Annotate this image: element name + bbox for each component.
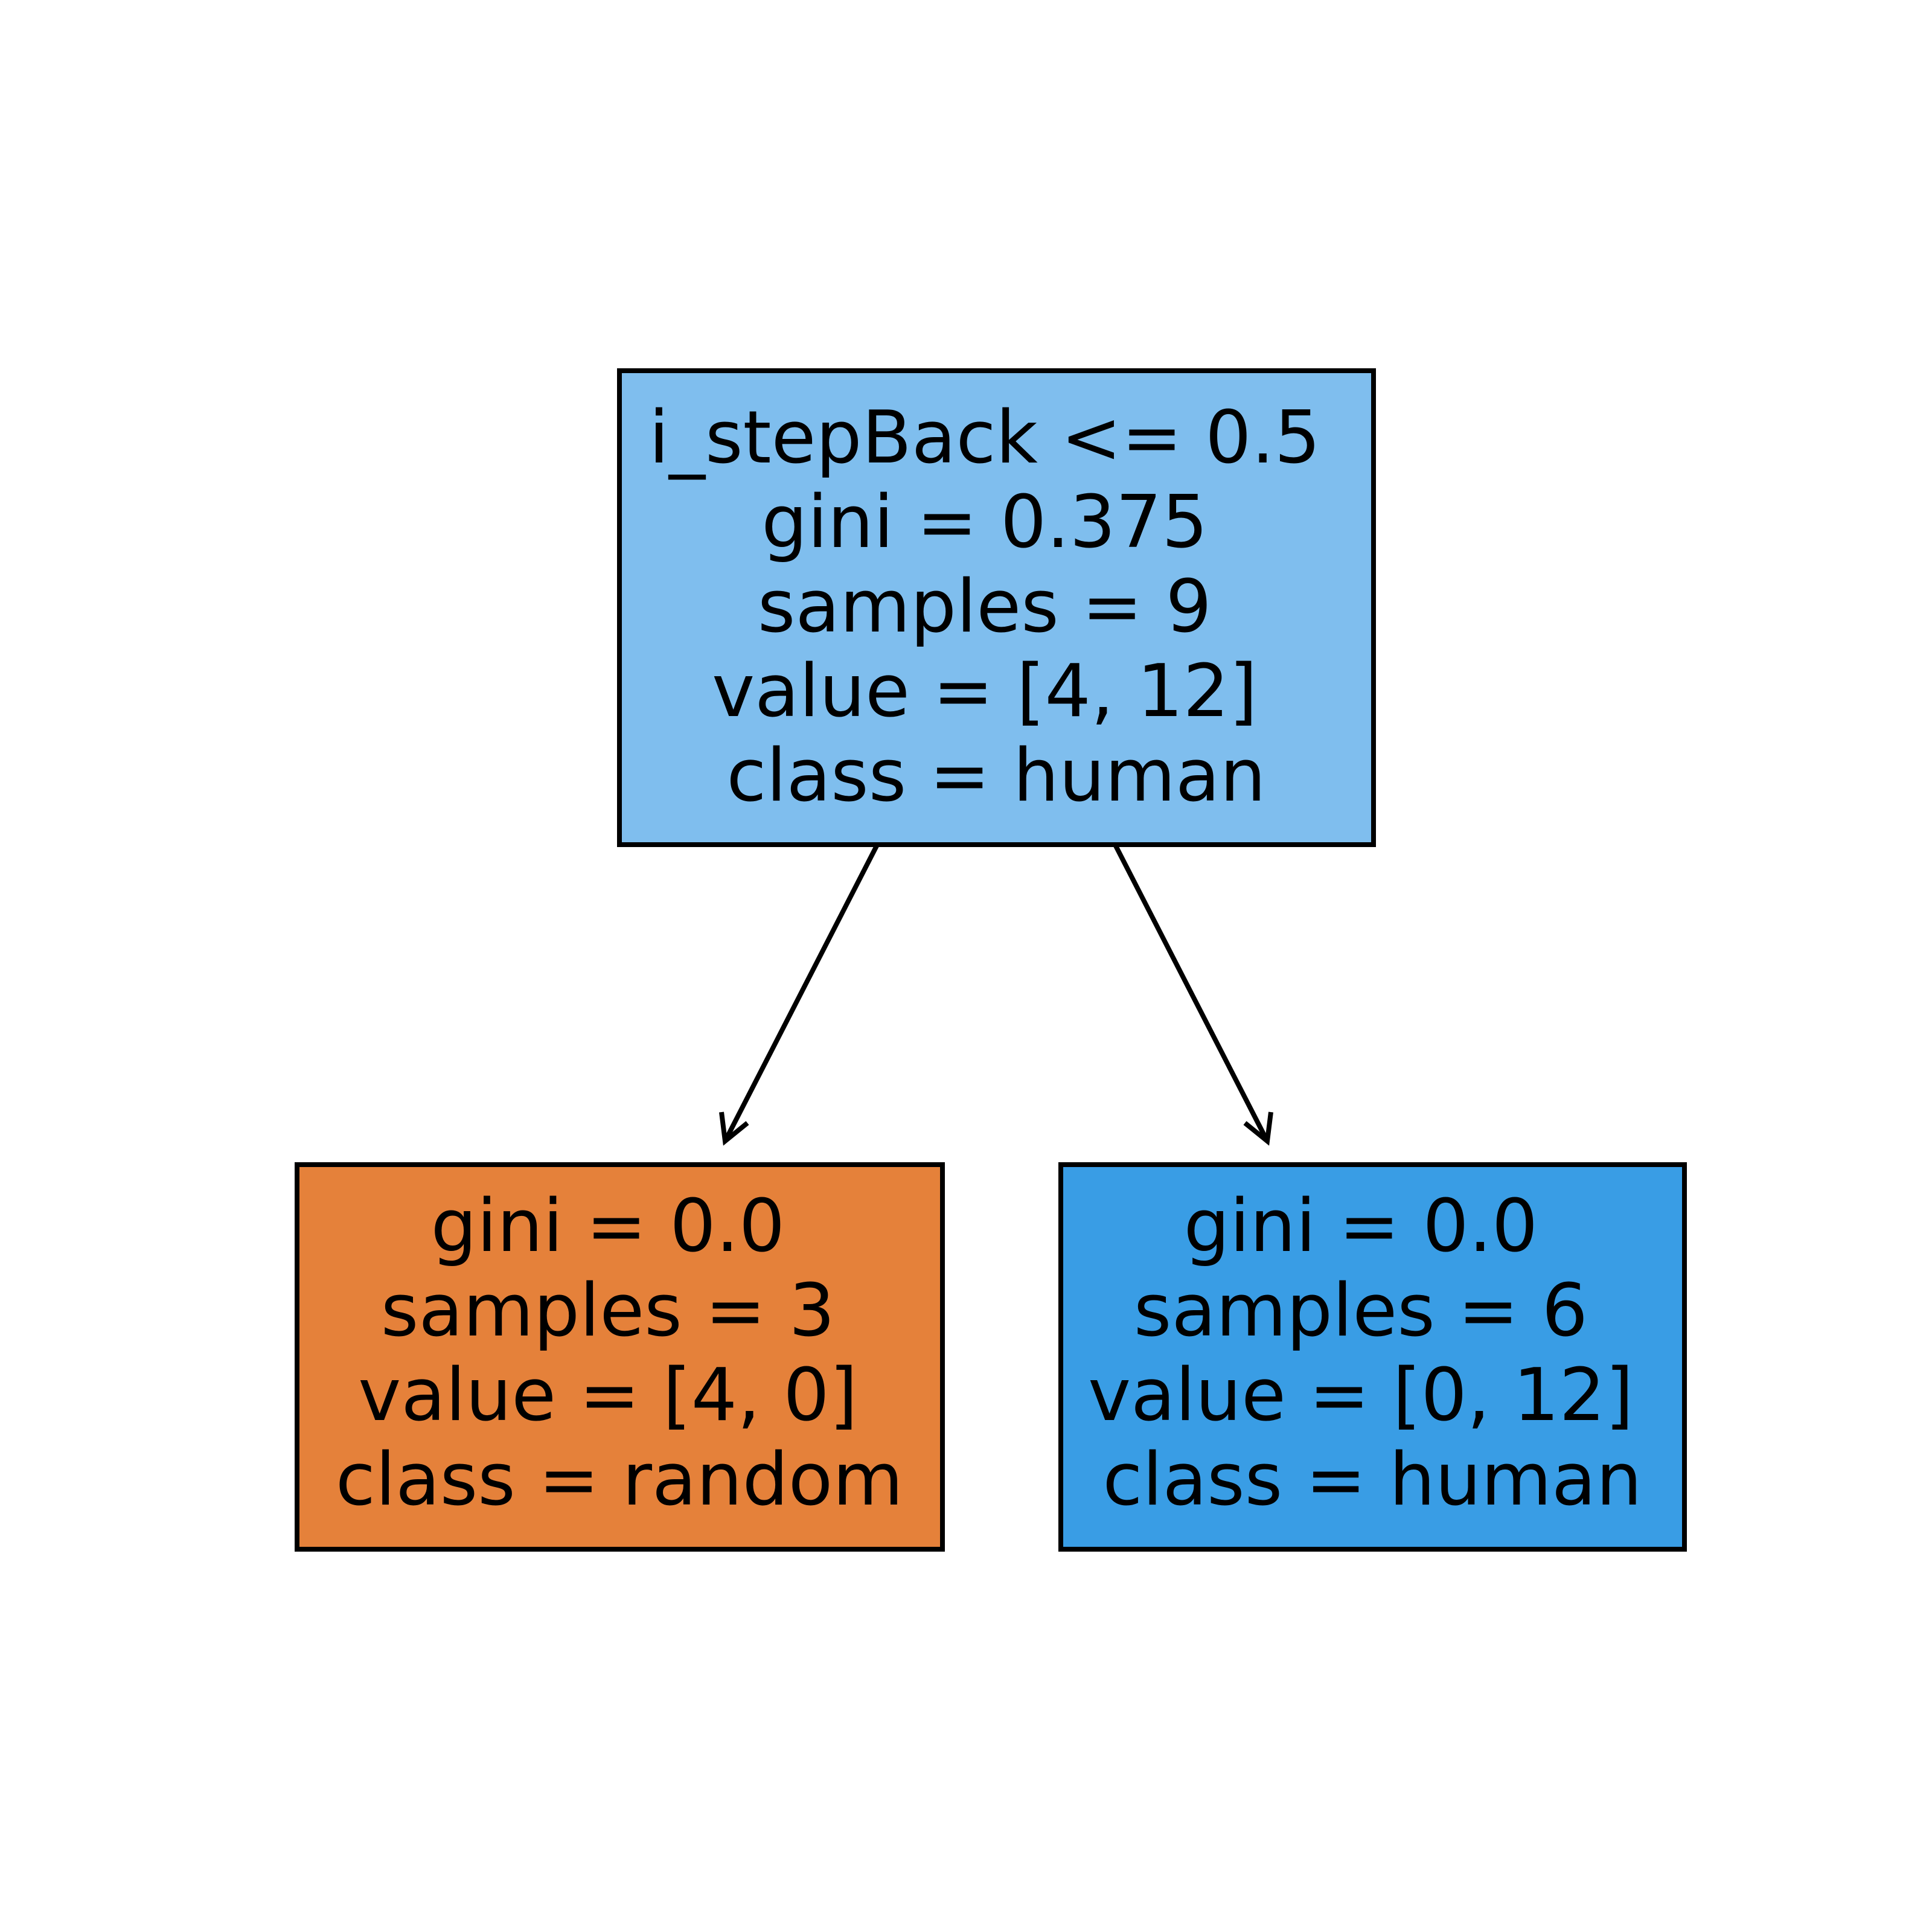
arrowhead-left — [719, 1112, 749, 1146]
left-leaf-box — [295, 1162, 945, 1552]
arrowhead-right — [1243, 1112, 1273, 1146]
root-node: i_stepBack <= 0.5 gini = 0.375 samples =… — [617, 368, 1376, 847]
right-class: class = human — [1102, 1438, 1642, 1522]
root-node-box — [617, 368, 1376, 847]
right-leaf-node: gini = 0.0 samples = 6 value = [0, 12] c… — [1058, 1162, 1687, 1552]
right-gini: gini = 0.0 — [1184, 1185, 1538, 1268]
right-leaf-text: gini = 0.0 samples = 6 value = [0, 12] c… — [1088, 1185, 1657, 1522]
left-gini: gini = 0.0 — [431, 1185, 785, 1268]
tree-edges — [719, 845, 1273, 1146]
root-node-text: i_stepBack <= 0.5 gini = 0.375 samples =… — [649, 396, 1344, 818]
right-leaf-box — [1058, 1162, 1687, 1552]
left-leaf-node: gini = 0.0 samples = 3 value = [4, 0] cl… — [295, 1162, 945, 1552]
root-value: value = [4, 12] — [712, 650, 1258, 734]
edge-root-to-left — [723, 845, 879, 1142]
left-samples: samples = 3 — [381, 1269, 835, 1353]
root-gini: gini = 0.375 — [761, 481, 1208, 565]
root-class: class = human — [726, 734, 1265, 818]
right-samples: samples = 6 — [1134, 1269, 1588, 1353]
edge-root-to-right — [1113, 845, 1270, 1142]
root-split-condition: i_stepBack <= 0.5 — [649, 396, 1320, 480]
right-value: value = [0, 12] — [1088, 1354, 1634, 1438]
left-leaf-text: gini = 0.0 samples = 3 value = [4, 0] cl… — [336, 1185, 903, 1522]
left-value: value = [4, 0] — [358, 1354, 857, 1438]
left-class: class = random — [336, 1438, 903, 1522]
root-samples: samples = 9 — [758, 565, 1212, 649]
